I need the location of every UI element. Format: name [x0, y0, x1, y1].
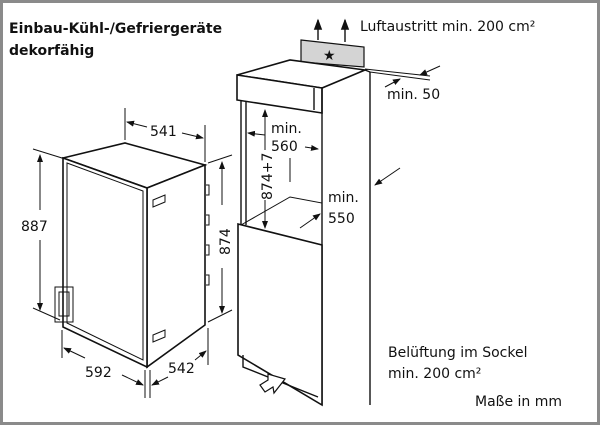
- depth-min-value: 550: [328, 211, 355, 227]
- width-min-value: 560: [271, 139, 298, 155]
- niche-drawing: ★: [236, 18, 441, 407]
- dim-depth-592: 592: [85, 365, 112, 381]
- appliance-drawing: [54, 142, 210, 369]
- ventilation-label-line1: Belüftung im Sockel: [388, 345, 527, 361]
- appliance-dimensions: 541 887 874 592 542: [21, 108, 234, 398]
- dim-height-874: 874: [218, 228, 234, 255]
- star-icon: ★: [323, 49, 336, 64]
- depth-min-prefix: min.: [328, 190, 359, 206]
- title-line2: dekorfähig: [9, 43, 94, 59]
- title-line1: Einbau-Kühl-/Gefriergeräte: [9, 21, 222, 37]
- ventilation-label-line2: min. 200 cm²: [388, 366, 481, 382]
- airflow-arrow-icon: [259, 373, 287, 395]
- dim-depth-542: 542: [168, 361, 195, 377]
- dim-height-887: 887: [21, 219, 48, 235]
- gap-min-label: min. 50: [387, 87, 440, 103]
- diagram-canvas: Einbau-Kühl-/Gefriergeräte dekorfähig 54…: [9, 18, 562, 410]
- air-outlet-label: Luftaustritt min. 200 cm²: [360, 19, 535, 35]
- dim-width-541: 541: [150, 124, 177, 140]
- niche-height-label: 874+7: [260, 153, 276, 200]
- width-min-prefix: min.: [271, 121, 302, 137]
- units-note: Maße in mm: [475, 394, 562, 410]
